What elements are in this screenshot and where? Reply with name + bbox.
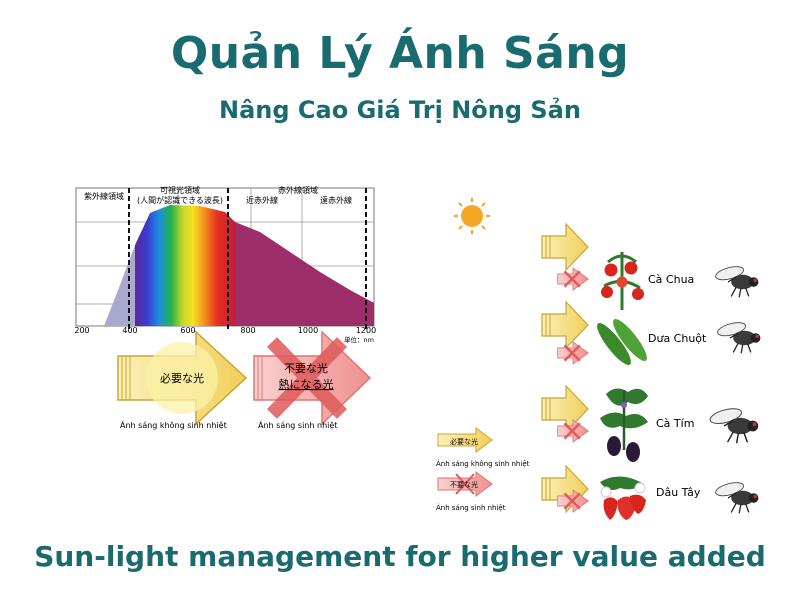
uv-region-fill	[104, 245, 135, 326]
fly-icon	[713, 266, 760, 298]
page-subtitle: Nâng Cao Giá Trị Nông Sản	[219, 96, 581, 124]
cross-mark	[266, 337, 348, 419]
tick-label: 200	[74, 326, 89, 335]
legend-needed: 必要な光	[450, 437, 478, 446]
unneeded-light-label: 不要な光	[284, 361, 328, 375]
strawberry-icon	[600, 476, 646, 520]
caption-unneeded: Ánh sáng sinh nhiệt	[258, 419, 337, 430]
crop-arrow-group	[541, 223, 590, 514]
crop-label-strawberry: Dâu Tây	[656, 486, 701, 499]
cucumber-icon	[597, 319, 647, 365]
fly-icon	[715, 322, 762, 354]
fly-icon	[707, 408, 759, 444]
spectrum-chart: 紫外線領域 可視光領域 (人間が認識できる波長) 赤外線領域 近赤外線 遠赤外線…	[74, 185, 376, 344]
needed-light-label: 必要な光	[160, 371, 204, 385]
visible-region-fill	[135, 205, 235, 326]
crop-label-eggplant: Cà Tím	[656, 417, 694, 430]
unneeded-light-arrow: 不要な光 熱になる光	[253, 330, 372, 426]
unit-label: 単位：nm	[344, 335, 374, 344]
fly-icon	[713, 482, 760, 514]
legend-needed-caption: Ánh sáng không sinh nhiệt	[436, 459, 530, 468]
far-infrared-label: 遠赤外線	[320, 195, 352, 205]
visible-region-note: (人間が認識できる波長)	[137, 195, 223, 205]
crop-label-cucumber: Dưa Chuột	[648, 332, 707, 345]
crop-label-tomato: Cà Chua	[648, 273, 694, 286]
near-infrared-label: 近赤外線	[246, 195, 278, 205]
footer-caption: Sun-light management for higher value ad…	[34, 540, 766, 573]
visible-region-label: 可視光領域	[160, 185, 200, 195]
heat-light-label: 熱になる光	[279, 377, 334, 391]
eggplant-icon	[600, 388, 648, 462]
sun-icon	[454, 198, 490, 234]
legend-unneeded-caption: Ánh sáng sinh nhiệt	[436, 503, 506, 512]
caption-needed: Ánh sáng không sinh nhiệt	[120, 419, 227, 430]
tick-label: 400	[122, 326, 137, 335]
tick-label: 1200	[356, 326, 376, 335]
legend: 必要な光 Ánh sáng không sinh nhiệt 不要な光 Ánh …	[436, 427, 530, 512]
page-title: Quản Lý Ánh Sáng	[170, 28, 630, 79]
tomato-icon	[601, 252, 644, 310]
infrared-region-label: 赤外線領域	[278, 185, 318, 195]
tick-label: 600	[180, 326, 195, 335]
tick-label: 1000	[298, 326, 318, 335]
uv-region-label: 紫外線領域	[84, 191, 124, 201]
legend-unneeded: 不要な光	[450, 480, 478, 489]
needed-light-arrow: 必要な光	[117, 330, 248, 426]
infrared-region-fill	[235, 222, 374, 326]
tick-label: 800	[240, 326, 255, 335]
